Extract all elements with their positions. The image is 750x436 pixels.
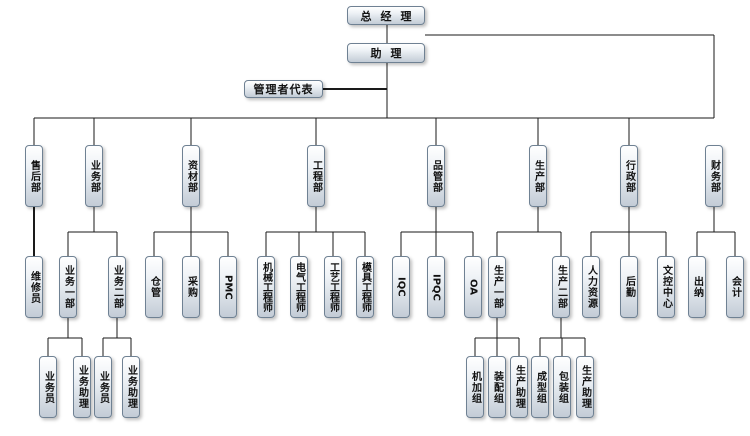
ipqc-box: IPQC	[427, 256, 445, 318]
packaging-group-box: 包装组	[553, 356, 571, 418]
business-dept-2-box: 业务二部	[108, 256, 126, 318]
assembly-group-box: 装配组	[488, 356, 506, 418]
oa-box: OA	[464, 256, 482, 318]
business-dept-1-box: 业务一部	[59, 256, 77, 318]
business-assistant-2-box: 业务助理	[122, 356, 140, 418]
business-assistant-1-box: 业务助理	[73, 356, 91, 418]
repairman-box: 维修员	[25, 256, 43, 318]
iqc-box: IQC	[392, 256, 410, 318]
document-control-center-box: 文控中心	[657, 256, 675, 318]
finance-dept-box: 财务部	[705, 145, 723, 207]
mechanical-engineer-box: 机械工程师	[257, 256, 275, 318]
general-manager-box: 总经理	[347, 6, 425, 25]
salesman-1-box: 业务员	[39, 356, 57, 418]
after-sales-dept-box: 售后部	[25, 145, 43, 207]
production-dept-2-box: 生产二部	[552, 256, 570, 318]
salesman-2-box: 业务员	[94, 356, 112, 418]
purchasing-box: 采购	[182, 256, 200, 318]
accountant-box: 会计	[726, 256, 744, 318]
logistics-box: 后勤	[620, 256, 638, 318]
management-representative-box: 管理者代表	[244, 80, 323, 98]
production-assistant-1-box: 生产助理	[510, 356, 528, 418]
production-dept-1-box: 生产一部	[488, 256, 506, 318]
quality-dept-box: 品管部	[427, 145, 445, 207]
assistant-box: 助理	[347, 43, 425, 63]
production-assistant-2-box: 生产助理	[576, 356, 594, 418]
human-resources-box: 人力资源	[582, 256, 600, 318]
electrical-engineer-box: 电气工程师	[290, 256, 308, 318]
pmc-box: PMC	[219, 256, 237, 318]
machining-group-box: 机加组	[466, 356, 484, 418]
warehouse-box: 仓管	[145, 256, 163, 318]
process-engineer-box: 工艺工程师	[324, 256, 342, 318]
engineering-dept-box: 工程部	[307, 145, 325, 207]
production-dept-box: 生产部	[529, 145, 547, 207]
admin-dept-box: 行政部	[620, 145, 638, 207]
molding-group-box: 成型组	[531, 356, 549, 418]
mold-engineer-box: 模具工程师	[356, 256, 374, 318]
materials-dept-box: 资材部	[182, 145, 200, 207]
cashier-box: 出纳	[688, 256, 706, 318]
business-dept-box: 业务部	[85, 145, 103, 207]
